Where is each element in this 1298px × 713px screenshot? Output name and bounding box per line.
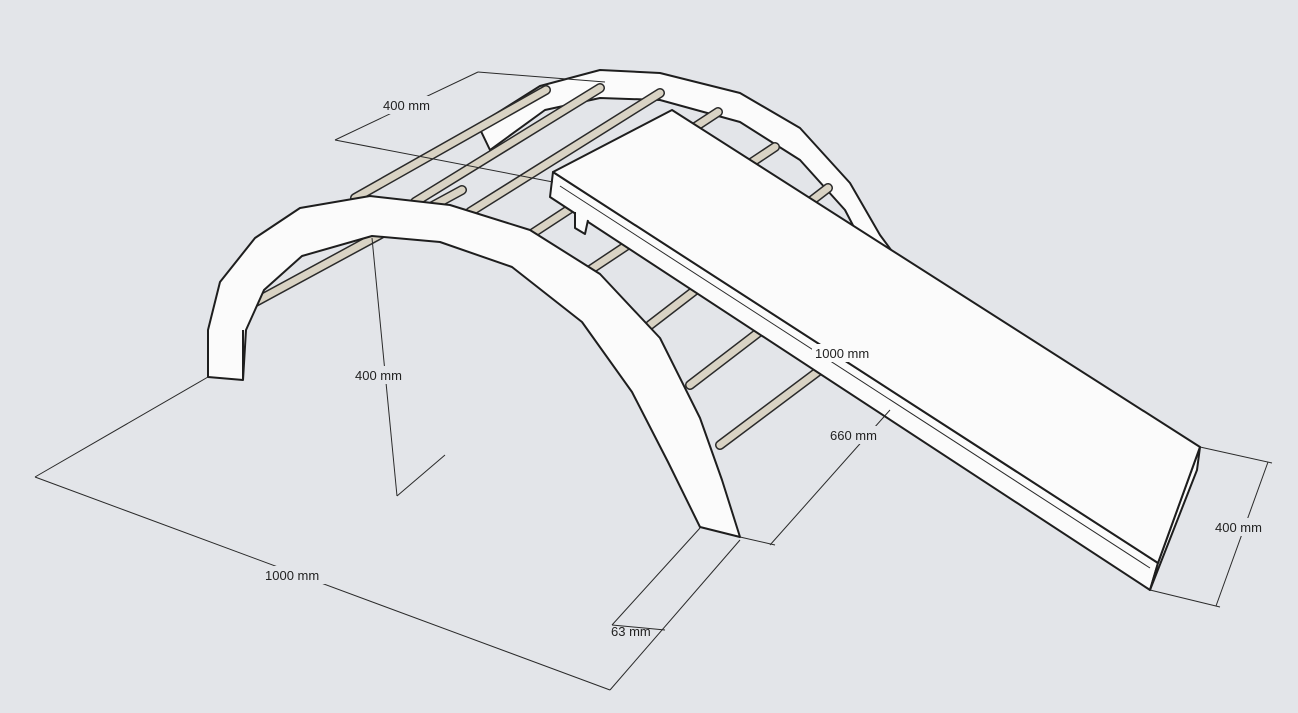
label-arch-height: 400 mm xyxy=(355,368,402,383)
label-slide-length: 1000 mm xyxy=(815,346,869,361)
rung xyxy=(350,85,551,203)
rung xyxy=(410,83,605,207)
label-slide-width: 400 mm xyxy=(1215,520,1262,535)
label-rung-spacing: 400 mm xyxy=(383,98,430,113)
label-arch-thickness: 63 mm xyxy=(611,624,651,639)
label-arch-depth: 660 mm xyxy=(830,428,877,443)
rung xyxy=(465,88,665,217)
slide-hook xyxy=(574,212,589,235)
label-arch-length: 1000 mm xyxy=(265,568,319,583)
